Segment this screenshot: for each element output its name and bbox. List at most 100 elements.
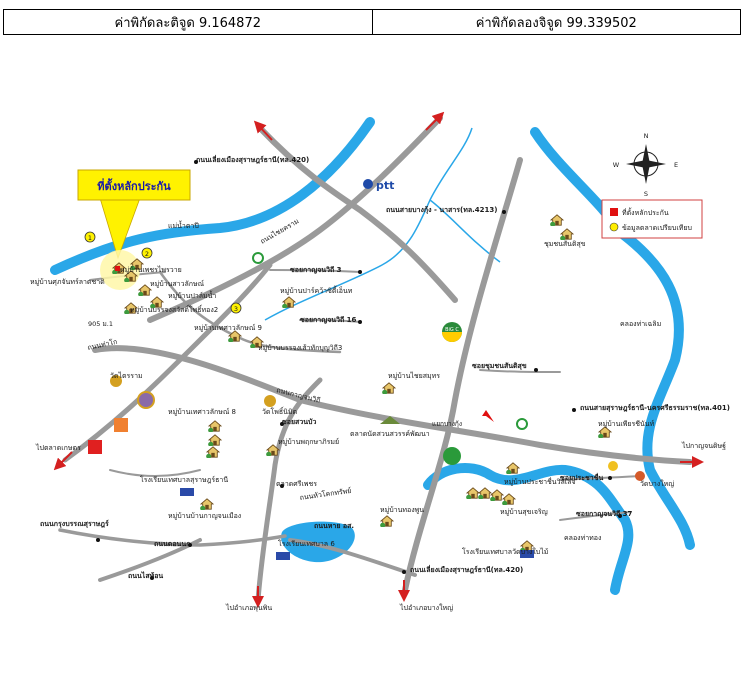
map-labels: ถนนเลี่ยงเมืองสุราษฎร์ธานี(ทล.420) ถนนสา…: [30, 154, 730, 612]
tesco-logo: [443, 447, 461, 465]
svg-text:หมู่บ้านประชาชื่นวิลเลจ: หมู่บ้านประชาชื่นวิลเลจ: [504, 477, 576, 486]
roads: [58, 115, 693, 603]
svg-text:ชุมชนสันติสุข: ชุมชนสันติสุข: [544, 240, 586, 248]
svg-text:E: E: [674, 161, 678, 169]
svg-text:2: 2: [145, 250, 149, 258]
svg-text:โรงเรียนเทศบาลสุราษฎร์ธานี: โรงเรียนเทศบาลสุราษฎร์ธานี: [140, 475, 228, 484]
legend: ที่ตั้งหลักประกัน ข้อมูลตลาดเปรียบเทียบ: [601, 199, 703, 239]
svg-text:โรงเรียนเทศบาลวัดบางใบไม้: โรงเรียนเทศบาลวัดบางใบไม้: [462, 547, 548, 556]
shop-icon-left-2: [88, 440, 102, 454]
collateral-legend-swatch: [610, 208, 618, 216]
svg-text:โรงเรียนเทศบาล 6: โรงเรียนเทศบาล 6: [278, 539, 335, 548]
svg-text:ไปกาญจนดิษฐ์: ไปกาญจนดิษฐ์: [681, 441, 726, 450]
svg-text:BiG C: BiG C: [445, 327, 459, 333]
school-icon-1: [180, 488, 194, 496]
svg-text:คลองท่าทอง: คลองท่าทอง: [564, 534, 601, 542]
mitsubishi-logo: [482, 410, 494, 422]
direction-arrows: [53, 111, 704, 608]
svg-text:หมู่บ้านบรรจงเส้าทักบุญวิถี3: หมู่บ้านบรรจงเส้าทักบุญวิถี3: [258, 344, 342, 352]
svg-text:ตลาดนัดสวนสวรรค์พัฒนา: ตลาดนัดสวนสวรรค์พัฒนา: [350, 430, 430, 438]
collateral-marker[interactable]: [115, 266, 120, 271]
callout-label: ที่ตั้งหลักประกัน: [97, 178, 171, 193]
svg-text:ตลาดศรีเพชร: ตลาดศรีเพชร: [276, 480, 317, 488]
svg-text:1: 1: [88, 234, 92, 242]
house-icon-bottom: [635, 471, 645, 481]
svg-text:3: 3: [234, 305, 238, 313]
svg-text:ซอยสวนบัว: ซอยสวนบัว: [282, 418, 316, 426]
village-icons: [112, 214, 612, 552]
ptt-logo: ptt: [363, 179, 394, 192]
school-icon-2: [276, 552, 290, 560]
east-river: [530, 127, 695, 550]
bigc-logo: BiG C: [442, 322, 462, 342]
svg-text:วัดโพธิ์นิมิต: วัดโพธิ์นิมิต: [262, 406, 298, 416]
svg-text:N: N: [644, 132, 649, 140]
svg-text:ซอยกาญจนวิถี 37: ซอยกาญจนวิถี 37: [576, 510, 633, 518]
south-river: [423, 463, 634, 595]
compass: N S E W: [613, 132, 678, 198]
latitude-cell: ค่าพิกัดละติจูด 9.164872: [114, 15, 262, 31]
svg-text:905 ม.1: 905 ม.1: [88, 320, 113, 328]
green-pin-icon: [516, 418, 528, 430]
svg-text:หมู่บ้านพฤกษาภิรมย์: หมู่บ้านพฤกษาภิรมย์: [278, 438, 339, 446]
emblem-icon: [137, 391, 155, 409]
svg-text:ซอยประชาชื่น: ซอยประชาชื่น: [560, 472, 603, 482]
pond: [281, 521, 355, 563]
svg-text:หมู่บ้านทองพูน: หมู่บ้านทองพูน: [380, 506, 424, 514]
tapi-river: [50, 117, 375, 275]
svg-text:ไปอำเภอบางใหญ่: ไปอำเภอบางใหญ่: [399, 603, 453, 612]
svg-text:ถนนไสท้อน: ถนนไสท้อน: [128, 571, 163, 580]
svg-text:W: W: [613, 161, 620, 169]
svg-text:ถนนหัวโคกทรัพย์: ถนนหัวโคกทรัพย์: [299, 486, 352, 502]
svg-text:หมู่บ้านบรรจงสวัสดิ์โพธิ์ทอง2: หมู่บ้านบรรจงสวัสดิ์โพธิ์ทอง2: [130, 304, 218, 314]
svg-text:ซอยกาญจนวิถี 16: ซอยกาญจนวิถี 16: [300, 316, 357, 324]
svg-text:ptt: ptt: [376, 179, 394, 192]
svg-text:คลองท่าเฉลิม: คลองท่าเฉลิม: [620, 320, 661, 328]
temple-icon: [110, 375, 122, 387]
svg-text:ถนนเลี่ยงเมืองสุราษฎร์ธานี(ทล.: ถนนเลี่ยงเมืองสุราษฎร์ธานี(ทล.420): [410, 564, 523, 574]
svg-text:วัดบางใหญ่: วัดบางใหญ่: [640, 479, 674, 488]
svg-text:หมู่บ้านศุภจันทร์ลาดชาติ: หมู่บ้านศุภจันทร์ลาดชาติ: [30, 278, 105, 286]
svg-text:หมู่บ้านปาร์คว้าซิตี้เอ็นท: หมู่บ้านปาร์คว้าซิตี้เอ็นท: [280, 284, 353, 295]
svg-text:หมู่บ้านเพชรไพรวาย: หมู่บ้านเพชรไพรวาย: [120, 265, 182, 274]
svg-text:วัดไตรราม: วัดไตรราม: [110, 371, 143, 380]
svg-text:ซอยชุมชนสันติสุข: ซอยชุมชนสันติสุข: [472, 362, 527, 370]
svg-text:ถนนสายสุราษฎร์ธานี-นครศรีธรรมร: ถนนสายสุราษฎร์ธานี-นครศรีธรรมราช(ทล.401): [580, 403, 730, 412]
svg-text:แยกบางกุ้ง: แยกบางกุ้ง: [432, 420, 462, 428]
svg-text:หมู่บ้านเพียรชีนันท์: หมู่บ้านเพียรชีนันท์: [598, 420, 655, 428]
collateral-callout: ที่ตั้งหลักประกัน: [77, 169, 191, 290]
svg-text:ซอยกาญจนวิถี 3: ซอยกาญจนวิถี 3: [290, 266, 342, 274]
temple-icon-2: [264, 395, 276, 407]
school-icon-3: [520, 550, 534, 558]
svg-text:S: S: [644, 190, 648, 198]
svg-text:หมู่บ้านปาล์มน้ำ: หมู่บ้านปาล์มน้ำ: [168, 289, 216, 300]
coordinates-bar: ค่าพิกัดละติจูด 9.164872 ค่าพิกัดลองจิจู…: [3, 9, 741, 35]
longitude-cell: ค่าพิกัดลองจิจูด 99.339502: [371, 10, 741, 34]
flag-icon: [608, 461, 618, 471]
svg-text:หมู่บ้านสาวลักษณ์: หมู่บ้านสาวลักษณ์: [150, 280, 205, 288]
svg-text:ถนนหาย อส.: ถนนหาย อส.: [314, 522, 354, 530]
svg-text:หมู่บ้านสุขเจริญ: หมู่บ้านสุขเจริญ: [500, 508, 548, 516]
market-icon: [380, 416, 400, 424]
comparable-legend-label: ข้อมูลตลาดเปรียบเทียบ: [622, 224, 692, 232]
svg-text:หมู่บ้านเทศาวลักษณ์ 9: หมู่บ้านเทศาวลักษณ์ 9: [194, 324, 262, 332]
svg-text:แม่น้ำตาปี: แม่น้ำตาปี: [168, 219, 199, 230]
green-pin-icon-2: [252, 252, 264, 264]
svg-text:หมู่บ้านเทศาวลักษณ์ 8: หมู่บ้านเทศาวลักษณ์ 8: [168, 408, 236, 416]
collateral-legend-label: ที่ตั้งหลักประกัน: [622, 206, 669, 217]
rivers: [50, 117, 695, 595]
comparable-legend-swatch: [609, 222, 619, 232]
svg-text:ถนนเลี่ยงเมืองสุราษฎร์ธานี(ทล.: ถนนเลี่ยงเมืองสุราษฎร์ธานี(ทล.420): [196, 154, 309, 164]
svg-text:ไปอำเภอพุนพิน: ไปอำเภอพุนพิน: [225, 603, 272, 612]
svg-text:หมู่บ้านไชยสมุทร: หมู่บ้านไชยสมุทร: [388, 371, 440, 380]
svg-text:ถนนสายบางกุ้ง - นาสาร(ทล.4213): ถนนสายบางกุ้ง - นาสาร(ทล.4213): [386, 205, 497, 214]
landmarks: ptt BiG C: [88, 179, 645, 560]
svg-text:ไปตลาดเกษตร: ไปตลาดเกษตร: [35, 443, 81, 452]
svg-text:หมู่บ้านบ้านกาญจนเมือง: หมู่บ้านบ้านกาญจนเมือง: [168, 512, 241, 520]
svg-text:ถนนกรุงบรรณสุราษฎร์: ถนนกรุงบรรณสุราษฎร์: [40, 519, 109, 528]
numbered-markers: 1 2 3: [84, 231, 242, 314]
shop-icon-left: [114, 418, 128, 432]
svg-text:ถนนดอนนก: ถนนดอนนก: [154, 540, 190, 548]
junction-dots: [96, 160, 622, 580]
